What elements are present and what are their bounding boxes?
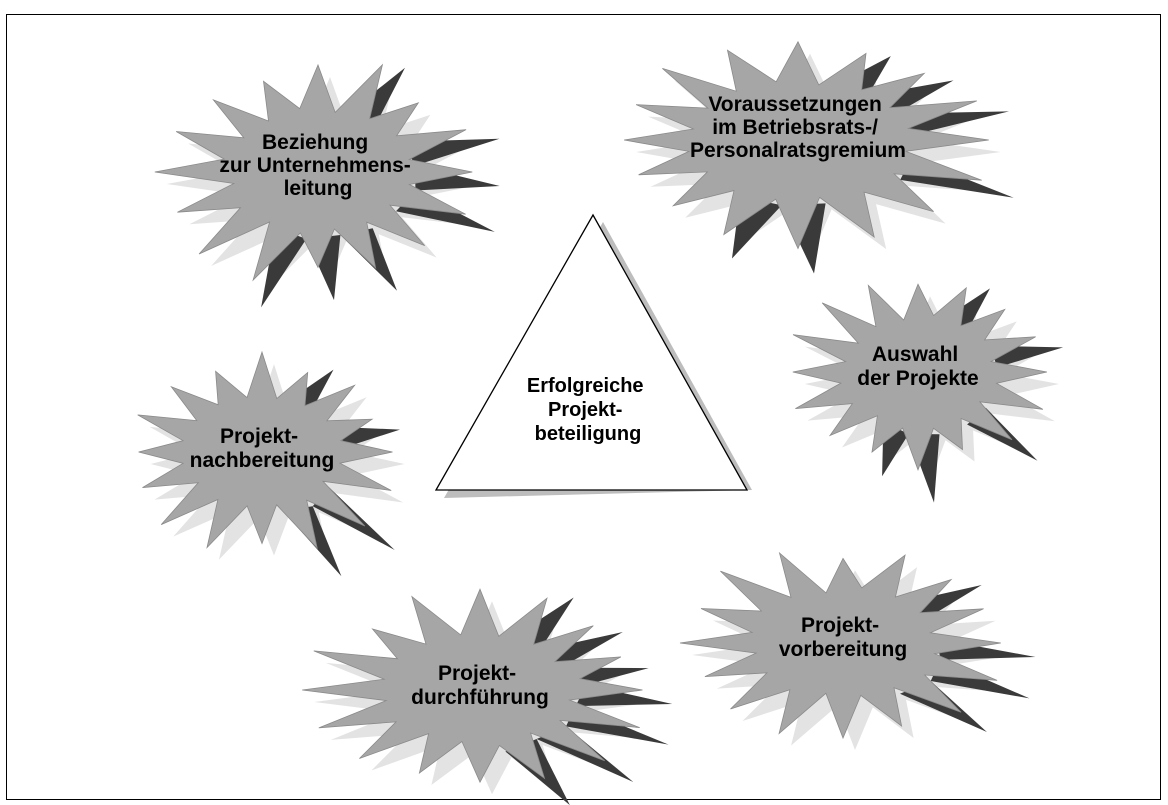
burst-shape bbox=[624, 40, 989, 250]
factor-label: Auswahl der Projekte bbox=[857, 343, 978, 390]
center-label-line: beteiligung bbox=[535, 423, 642, 445]
factor-label: Voraussetzungen im Betriebsrats-/ Person… bbox=[690, 93, 906, 162]
center-label-line: Erfolgreiche bbox=[527, 375, 644, 397]
burst-dark-spike bbox=[539, 632, 623, 668]
center-label-line: Projekt- bbox=[548, 399, 622, 421]
factor-label: Projekt- vorbereitung bbox=[779, 614, 907, 661]
factor-label-line: Beziehung bbox=[262, 131, 368, 154]
factor-label-line: Projekt- bbox=[438, 662, 516, 685]
factor-burst-beziehung: Beziehung zur Unternehmens- leitung bbox=[154, 63, 500, 308]
factor-label-line: nachbereitung bbox=[190, 449, 335, 472]
factor-label-line: Auswahl bbox=[872, 343, 958, 366]
factor-label-line: der Projekte bbox=[857, 367, 978, 390]
factor-burst-vorbereitung: Projekt- vorbereitung bbox=[679, 551, 1036, 750]
burst-shape bbox=[792, 283, 1047, 471]
factor-label: Projekt- nachbereitung bbox=[190, 425, 335, 472]
factor-label: Beziehung zur Unternehmens- leitung bbox=[219, 131, 416, 200]
factor-label-line: im Betriebsrats-/ bbox=[712, 116, 878, 139]
factor-label-line: Projekt- bbox=[801, 614, 879, 637]
center-label: Erfolgreiche Projekt- beteiligung bbox=[527, 375, 649, 445]
factor-burst-nachbereitung: Projekt- nachbereitung bbox=[137, 350, 405, 577]
burst-shape bbox=[154, 63, 473, 282]
burst-shape bbox=[679, 551, 1001, 740]
factor-label: Projekt- durchführung bbox=[411, 662, 549, 709]
factor-burst-durchfuehrung: Projekt- durchführung bbox=[302, 588, 673, 805]
factor-label-line: zur Unternehmens- bbox=[219, 154, 410, 177]
factor-label-line: Personalratsgremium bbox=[690, 139, 906, 162]
center-triangle: Erfolgreiche Projekt- beteiligung bbox=[434, 213, 752, 498]
factor-burst-auswahl: Auswahl der Projekte bbox=[792, 283, 1064, 503]
factor-label-line: durchführung bbox=[411, 686, 549, 709]
burst-shape bbox=[137, 350, 393, 550]
factor-label-line: Projekt- bbox=[220, 425, 298, 448]
factor-label-line: vorbereitung bbox=[779, 638, 907, 661]
factor-label-line: Voraussetzungen bbox=[708, 93, 881, 116]
burst-shape bbox=[302, 588, 643, 784]
factor-label-line: leitung bbox=[284, 177, 353, 200]
factor-burst-voraussetzungen: Voraussetzungen im Betriebsrats-/ Person… bbox=[624, 40, 1014, 274]
triangle-shape bbox=[434, 213, 749, 491]
